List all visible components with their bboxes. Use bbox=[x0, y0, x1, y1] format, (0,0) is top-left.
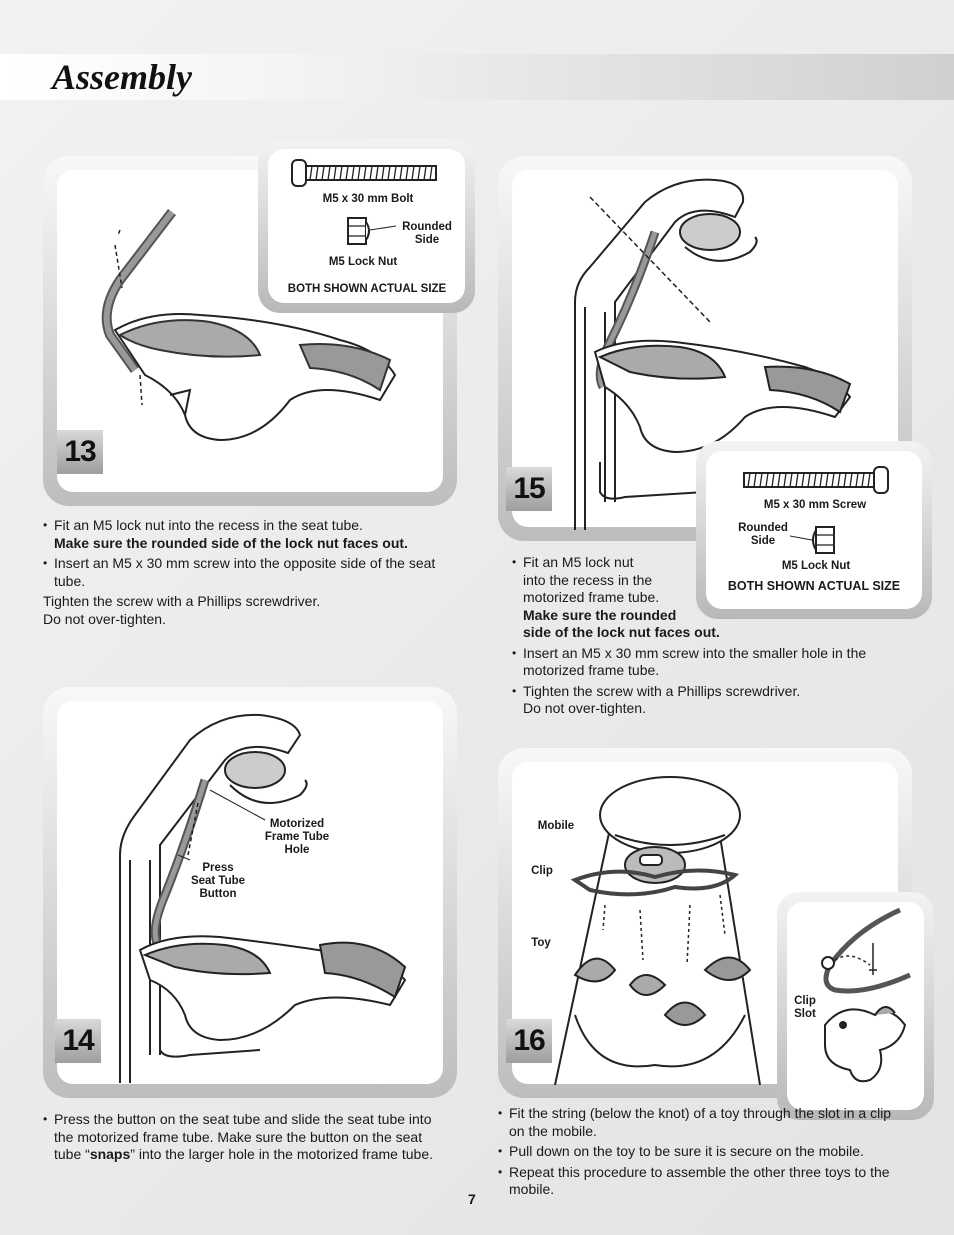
bullet-bold-text: side of the lock nut faces out. bbox=[523, 624, 720, 640]
label-line: Button bbox=[199, 888, 237, 900]
step13-bolt-label: M5 x 30 mm Bolt bbox=[322, 193, 414, 205]
step15-number: 15 bbox=[506, 467, 552, 511]
step16-number: 16 bbox=[506, 1019, 552, 1063]
step16-bullet-2: Pull down on the toy to be sure it is se… bbox=[498, 1143, 898, 1161]
step14-instructions: Press the button on the seat tube and sl… bbox=[43, 1111, 443, 1167]
bullet-text: Fit the string (below the knot) of a toy… bbox=[509, 1105, 892, 1139]
label-line: Press bbox=[202, 862, 234, 874]
label-line: Seat Tube bbox=[190, 875, 246, 887]
step16-clip-slot-illustration bbox=[821, 907, 912, 1083]
rounded-text: Rounded bbox=[402, 221, 452, 233]
step15-frame-illustration bbox=[574, 178, 852, 530]
bullet-bold-text: Make sure the rounded bbox=[523, 606, 677, 623]
step13-seat-illustration bbox=[101, 208, 397, 442]
rounded-text: Rounded bbox=[738, 522, 788, 534]
step14-frame-tube-label: Motorized Frame Tube Hole bbox=[252, 818, 342, 857]
label-line: Motorized bbox=[269, 818, 325, 830]
bullet-text: Insert an M5 x 30 mm screw into the oppo… bbox=[54, 555, 436, 589]
step13-nut-label: M5 Lock Nut bbox=[328, 256, 398, 268]
step14-frame-illustration bbox=[119, 713, 407, 1083]
page-title: Assembly bbox=[52, 57, 192, 97]
bullet-text: Fit an M5 lock nut bbox=[523, 554, 634, 570]
label-line: Slot bbox=[794, 1008, 816, 1020]
label-line: Clip bbox=[794, 995, 816, 1007]
step13-instructions: Fit an M5 lock nut into the recess in th… bbox=[43, 517, 453, 628]
step16-instructions: Fit the string (below the knot) of a toy… bbox=[498, 1105, 898, 1202]
step15-instructions: Fit an M5 lock nut into the recess in th… bbox=[512, 554, 902, 721]
step16-clip-slot-label: Clip Slot bbox=[788, 995, 822, 1021]
step15-bullet-1: Fit an M5 lock nut into the recess in th… bbox=[512, 554, 902, 642]
label-line: Hole bbox=[284, 844, 310, 856]
step15-bullet-3: Tighten the screw with a Phillips screwd… bbox=[512, 683, 902, 718]
bullet-text: Insert an M5 x 30 mm screw into the smal… bbox=[523, 644, 867, 679]
step15-screw-label: M5 x 30 mm Screw bbox=[763, 499, 867, 511]
step13-bullet-1: Fit an M5 lock nut into the recess in th… bbox=[43, 517, 453, 552]
bullet-bold-text: snaps bbox=[89, 1146, 131, 1162]
bullet-text: Tighten the screw with a Phillips screwd… bbox=[523, 682, 801, 699]
bullet-text: Fit an M5 lock nut into the recess in th… bbox=[54, 517, 363, 533]
bullet-text: Do not over-tighten. bbox=[523, 700, 646, 716]
step13-rounded-side-label: Rounded Side bbox=[396, 221, 458, 247]
step15-rounded-side-label: Rounded Side bbox=[728, 522, 798, 548]
para-line: Do not over-tighten. bbox=[43, 610, 166, 627]
label-line: Frame Tube bbox=[264, 831, 330, 843]
page-number: 7 bbox=[468, 1191, 476, 1207]
step14-press-button-label: Press Seat Tube Button bbox=[180, 862, 256, 901]
bullet-text: Repeat this procedure to assemble the ot… bbox=[509, 1163, 890, 1198]
step13-para: Tighten the screw with a Phillips screwd… bbox=[43, 593, 453, 628]
step16-bullet-3: Repeat this procedure to assemble the ot… bbox=[498, 1164, 898, 1199]
screw-icon bbox=[743, 466, 889, 494]
bullet-bold-text: Make sure the rounded side of the lock n… bbox=[54, 534, 408, 551]
bullet-text: ” into the larger hole in the motorized … bbox=[130, 1146, 433, 1162]
bolt-icon bbox=[291, 159, 437, 187]
step15-bullet-2: Insert an M5 x 30 mm screw into the smal… bbox=[512, 645, 902, 680]
side-text: Side bbox=[750, 535, 776, 547]
lock-nut-icon bbox=[790, 526, 835, 554]
bullet-text: motorized frame tube. bbox=[523, 589, 660, 605]
step16-clip-label: Clip bbox=[531, 865, 553, 877]
step13-bullet-2: Insert an M5 x 30 mm screw into the oppo… bbox=[43, 555, 453, 590]
title-band bbox=[0, 54, 954, 100]
step16-mobile-illustration bbox=[554, 776, 761, 1085]
bullet-text: Press the button on the seat tube and sl… bbox=[54, 1111, 432, 1162]
step16-mobile-label: Mobile bbox=[537, 820, 575, 832]
step13-actual-size-label: BOTH SHOWN ACTUAL SIZE bbox=[287, 283, 447, 295]
step14-bullet-1: Press the button on the seat tube and sl… bbox=[43, 1111, 443, 1164]
step16-bullet-1: Fit the string (below the knot) of a toy… bbox=[498, 1105, 898, 1140]
step14-number: 14 bbox=[55, 1019, 101, 1063]
side-text: Side bbox=[414, 234, 440, 246]
bullet-text: Pull down on the toy to be sure it is se… bbox=[509, 1143, 864, 1159]
lock-nut-icon bbox=[347, 217, 397, 245]
step13-number: 13 bbox=[57, 430, 103, 474]
bullet-text: into the recess in the bbox=[523, 571, 653, 588]
para-line: Tighten the screw with a Phillips screwd… bbox=[43, 593, 321, 609]
step16-toy-label: Toy bbox=[531, 937, 551, 949]
